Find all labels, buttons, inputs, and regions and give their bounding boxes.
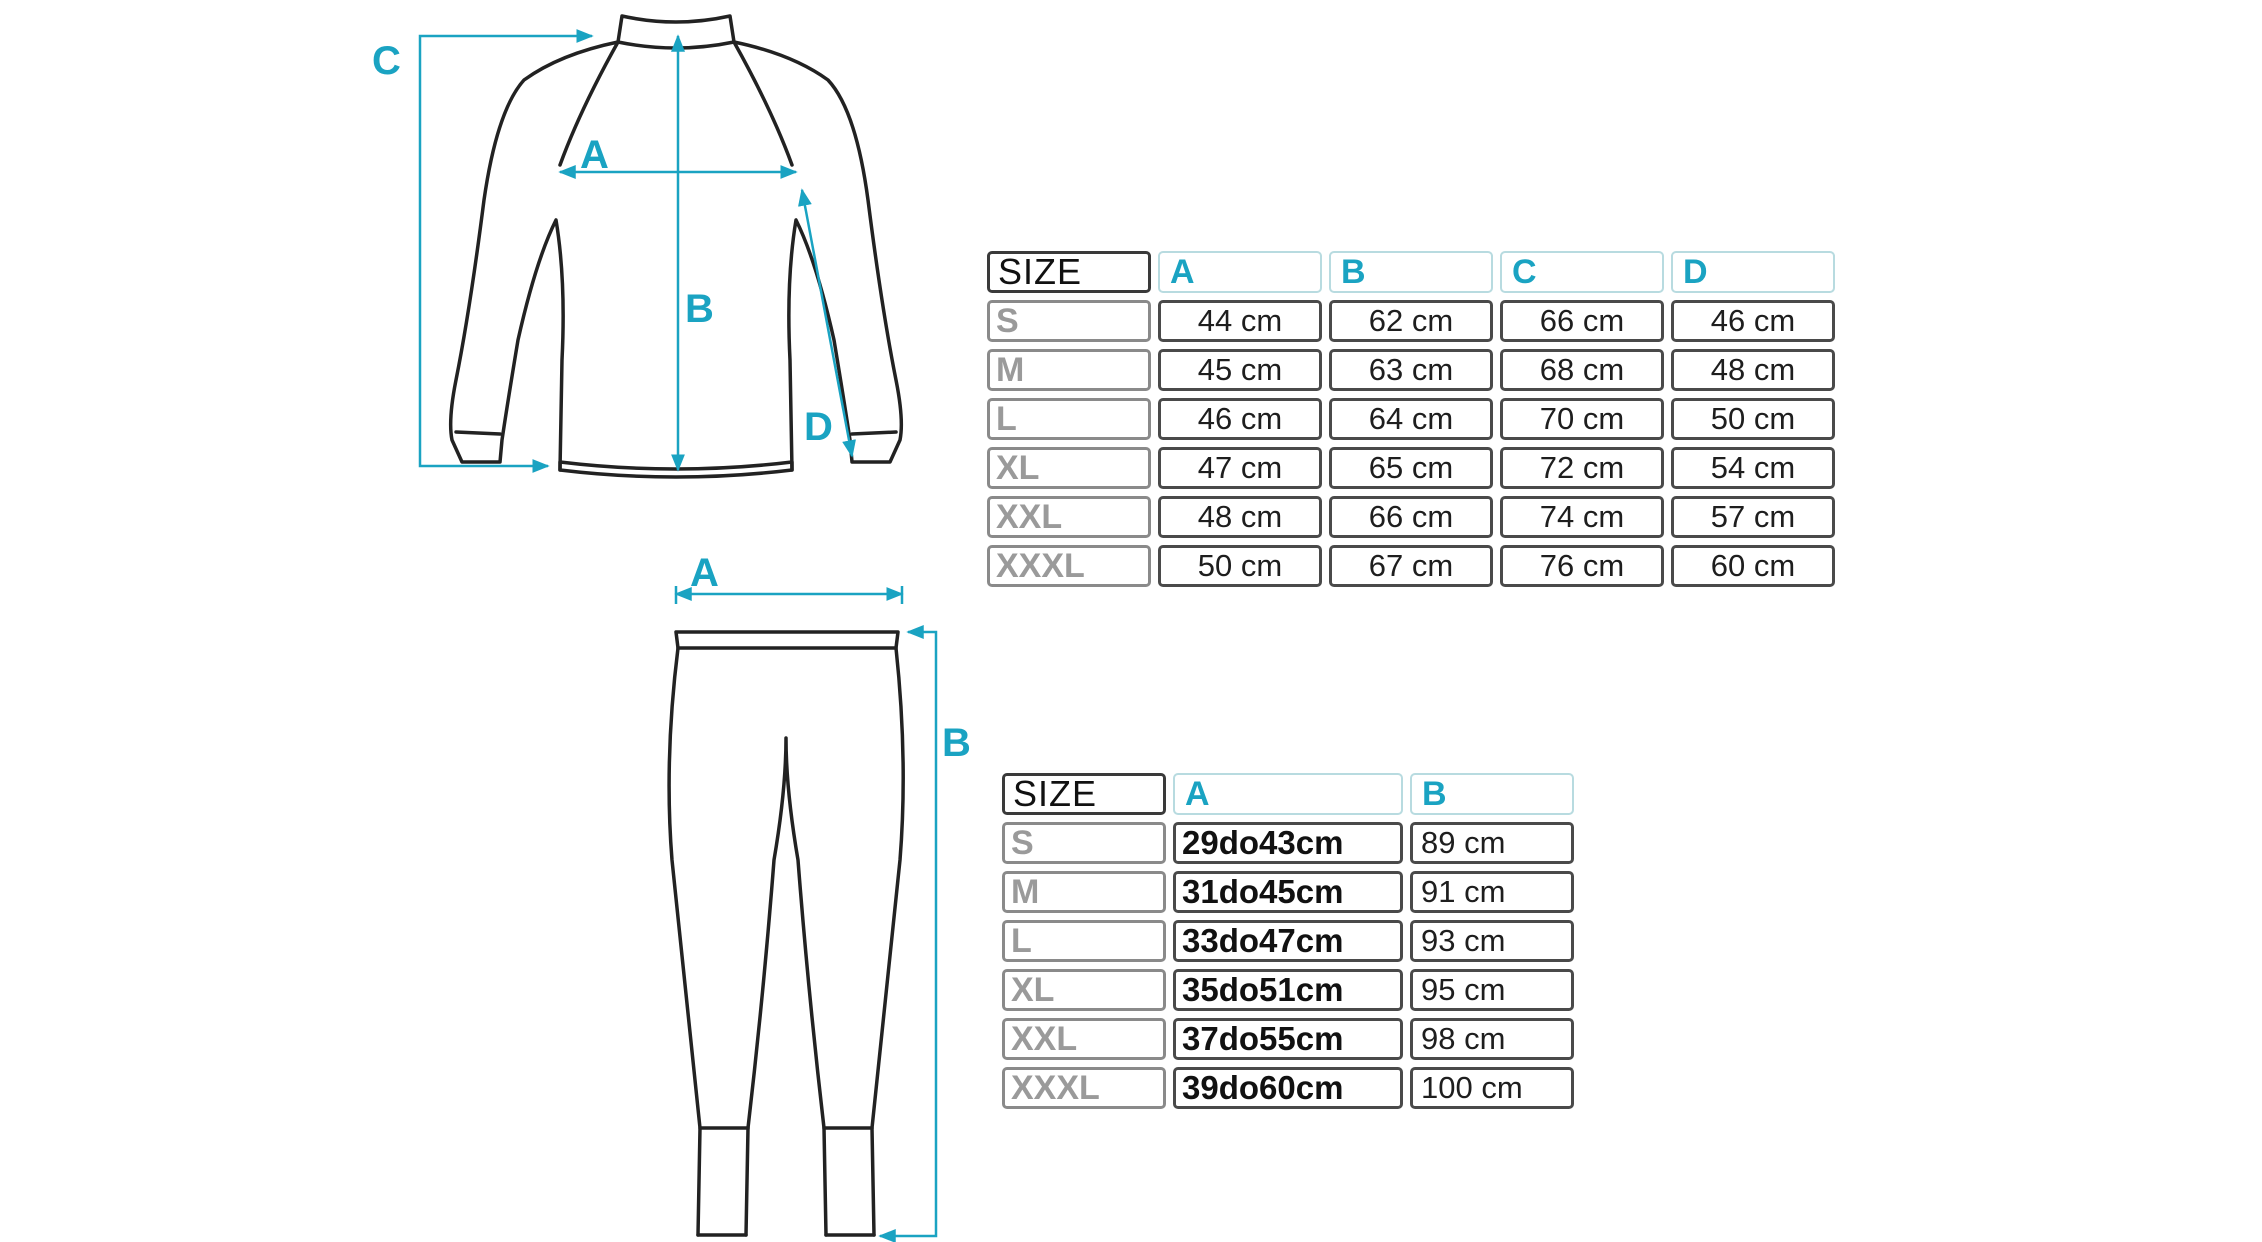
shirt-table-size-label: XXXL — [987, 545, 1151, 587]
pants-dimension-labels: A B — [690, 551, 971, 765]
pants-right-cuff — [822, 1126, 876, 1237]
pants-table-cell: 100 cm — [1410, 1067, 1574, 1109]
shirt-table-cell: 50 cm — [1158, 545, 1322, 587]
pants-label-b: B — [942, 721, 971, 765]
shirt-table-column-header: B — [1329, 251, 1493, 293]
shirt-label-a: A — [580, 133, 609, 177]
shirt-table-cell: 48 cm — [1671, 349, 1835, 391]
pants-left-leg — [667, 646, 702, 1237]
shirt-collar — [616, 14, 736, 50]
pants-table-size-label: XXXL — [1002, 1067, 1166, 1109]
shirt-right-side — [732, 40, 904, 472]
shirt-table-cell: 74 cm — [1500, 496, 1664, 538]
shirt-table-cell: 44 cm — [1158, 300, 1322, 342]
shirt-table-cell: 72 cm — [1500, 447, 1664, 489]
shirt-table-column-header: D — [1671, 251, 1835, 293]
shirt-table-size-label: XL — [987, 447, 1151, 489]
shirt-left-side — [448, 40, 620, 472]
shirt-table-cell: 45 cm — [1158, 349, 1322, 391]
shirt-right-cuff — [850, 430, 898, 436]
shirt-dimensions — [418, 29, 856, 473]
pants-table-cell: 95 cm — [1410, 969, 1574, 1011]
shirt-table-cell: 76 cm — [1500, 545, 1664, 587]
pants-dimensions — [674, 586, 938, 1242]
shirt-table-cell: 62 cm — [1329, 300, 1493, 342]
shirt-table-cell: 66 cm — [1329, 496, 1493, 538]
pants-waistband — [674, 630, 900, 650]
shirt-table-cell: 46 cm — [1158, 398, 1322, 440]
pants-table-size-header: SIZE — [1002, 773, 1166, 815]
shirt-table-cell: 48 cm — [1158, 496, 1322, 538]
pants-table-cell: 89 cm — [1410, 822, 1574, 864]
shirt-table-column-header: C — [1500, 251, 1664, 293]
shirt-table-cell: 63 cm — [1329, 349, 1493, 391]
pants-label-a: A — [690, 551, 719, 595]
shirt-table-size-label: L — [987, 398, 1151, 440]
shirt-label-d: D — [804, 405, 833, 449]
shirt-raglan-right — [732, 40, 794, 167]
shirt-dim-d-line — [798, 188, 856, 458]
shirt-hem — [558, 460, 794, 479]
shirt-label-b: B — [685, 287, 714, 331]
pants-table-cell: 29do43cm — [1173, 822, 1403, 864]
pants-right-leg — [870, 646, 905, 1237]
pants-outline — [667, 630, 905, 1237]
shirt-label-c: C — [372, 39, 401, 83]
shirt-table-cell: 47 cm — [1158, 447, 1322, 489]
pants-table-size-label: L — [1002, 920, 1166, 962]
pants-left-cuff — [696, 1126, 750, 1237]
shirt-table-size-label: M — [987, 349, 1151, 391]
pants-table-column-header: B — [1410, 773, 1574, 815]
shirt-table-size-label: S — [987, 300, 1151, 342]
pants-inseam — [744, 736, 828, 1237]
pants-dim-b-bracket — [878, 625, 938, 1242]
pants-table-column-header: A — [1173, 773, 1403, 815]
shirt-table-size-header: SIZE — [987, 251, 1151, 293]
shirt-table-cell: 70 cm — [1500, 398, 1664, 440]
shirt-table-cell: 67 cm — [1329, 545, 1493, 587]
shirt-table-cell: 64 cm — [1329, 398, 1493, 440]
shirt-outline — [448, 14, 904, 479]
shirt-table-cell: 68 cm — [1500, 349, 1664, 391]
pants-table-size-label: XL — [1002, 969, 1166, 1011]
shirt-table-cell: 65 cm — [1329, 447, 1493, 489]
pants-table-cell: 93 cm — [1410, 920, 1574, 962]
shirt-table-cell: 46 cm — [1671, 300, 1835, 342]
pants-table-cell: 39do60cm — [1173, 1067, 1403, 1109]
shirt-table-cell: 54 cm — [1671, 447, 1835, 489]
pants-table-cell: 98 cm — [1410, 1018, 1574, 1060]
shirt-table-size-label: XXL — [987, 496, 1151, 538]
pants-table-size-label: M — [1002, 871, 1166, 913]
shirt-table-cell: 57 cm — [1671, 496, 1835, 538]
shirt-left-cuff — [454, 430, 502, 436]
pants-table-size-label: XXL — [1002, 1018, 1166, 1060]
pants-table-cell: 31do45cm — [1173, 871, 1403, 913]
shirt-dimension-labels: A B C D — [372, 39, 833, 449]
pants-table-cell: 35do51cm — [1173, 969, 1403, 1011]
shirt-table-cell: 50 cm — [1671, 398, 1835, 440]
pants-table-cell: 33do47cm — [1173, 920, 1403, 962]
pants-table-cell: 37do55cm — [1173, 1018, 1403, 1060]
shirt-table-cell: 66 cm — [1500, 300, 1664, 342]
shirt-table-cell: 60 cm — [1671, 545, 1835, 587]
pants-table-cell: 91 cm — [1410, 871, 1574, 913]
pants-table-size-label: S — [1002, 822, 1166, 864]
shirt-table-column-header: A — [1158, 251, 1322, 293]
shirt-dim-c-bracket — [418, 29, 594, 473]
